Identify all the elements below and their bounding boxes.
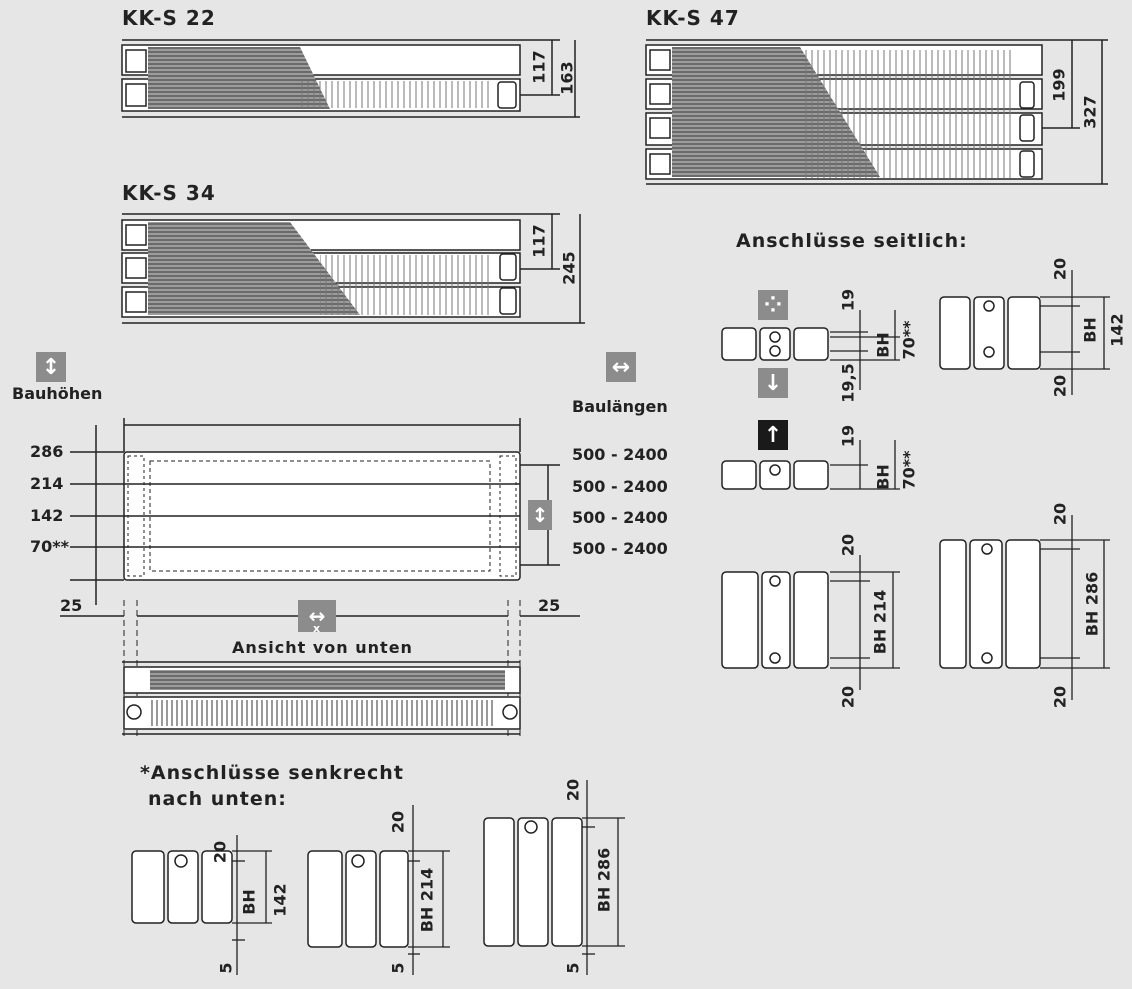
baulaengen-label: Baulängen [572, 397, 668, 416]
vertical-dimension-lines [232, 780, 625, 975]
side-dimension-lines [830, 270, 1110, 700]
side-dim-20-e: 20 [1050, 502, 1070, 526]
up-arrow-icon: ↑ [758, 420, 788, 450]
length-range-3: 500 - 2400 [572, 508, 668, 527]
height-70: 70** [30, 537, 69, 556]
height-icon: ↕ [36, 352, 66, 382]
kks47-title: KK-S 47 [646, 6, 740, 30]
height-adjust-icon: ↕ [528, 500, 552, 530]
side-dim-bh-142: BH [1080, 317, 1100, 343]
kks47-drawing [645, 39, 1108, 185]
height-286: 286 [30, 442, 64, 461]
side-dim-20-c: 20 [838, 533, 858, 557]
side-dim-70: 70** [899, 320, 919, 360]
kks34-drawing [121, 213, 585, 324]
spray-icon: ⁘ [758, 290, 788, 320]
side-connection-panels [721, 296, 1041, 669]
kks47-dim-327: 327 [1080, 95, 1100, 129]
down-arrow-icon: ↓ [758, 368, 788, 398]
side-dim-20-d: 20 [838, 685, 858, 709]
side-dim-19-b: 19 [838, 424, 858, 448]
side-connections-title: Anschlüsse seitlich: [736, 230, 968, 252]
side-dim-19-5: 19,5 [838, 363, 858, 403]
vert-dim-5-b: 5 [388, 962, 408, 974]
height-214: 214 [30, 474, 64, 493]
kks22-dim-117: 117 [529, 50, 549, 84]
bottom-view [122, 661, 521, 735]
kks34-dim-245: 245 [559, 251, 579, 285]
length-adjust-icon: ↔ [298, 600, 336, 632]
vert-dim-bh214: BH 214 [417, 867, 437, 933]
kks47-dim-199: 199 [1049, 68, 1069, 102]
side-dim-20-a: 20 [1050, 257, 1070, 281]
vert-dim-20-b: 20 [388, 810, 408, 834]
vert-dim-bh286: BH 286 [594, 847, 614, 913]
vertical-connection-panels [131, 817, 583, 948]
bottom-view-label: Ansicht von unten [232, 638, 413, 657]
length-range-4: 500 - 2400 [572, 539, 668, 558]
bauhoehen-label: Bauhöhen [12, 384, 103, 403]
vert-dim-5-c: 5 [563, 962, 583, 974]
side-dim-142: 142 [1107, 313, 1127, 347]
kks22-dim-163: 163 [557, 61, 577, 95]
side-dim-70-b: 70** [899, 450, 919, 490]
vertical-title-line2: nach unten: [148, 788, 287, 810]
vert-dim-20-c: 20 [563, 778, 583, 802]
length-icon: ↔ [606, 352, 636, 382]
vertical-title-line1: *Anschlüsse senkrecht [140, 762, 404, 784]
side-dim-bh-b: BH [873, 464, 893, 490]
side-dim-20-f: 20 [1050, 685, 1070, 709]
kks34-dim-117: 117 [529, 224, 549, 258]
vert-dim-bh: BH [239, 889, 259, 915]
height-142: 142 [30, 506, 64, 525]
front-view [60, 418, 580, 740]
offset-right-25: 25 [538, 596, 561, 615]
side-dim-bh286: BH 286 [1082, 571, 1102, 637]
offset-left-25: 25 [60, 596, 83, 615]
side-dim-20-b: 20 [1050, 374, 1070, 398]
x-mark: x [313, 622, 321, 635]
length-range-2: 500 - 2400 [572, 477, 668, 496]
length-range-1: 500 - 2400 [572, 445, 668, 464]
kks34-title: KK-S 34 [122, 181, 216, 205]
kks22-drawing [121, 39, 580, 118]
side-dim-bh: BH [873, 332, 893, 358]
vert-dim-5-a: 5 [216, 962, 236, 974]
vert-dim-20-a: 20 [210, 840, 230, 864]
vert-dim-142: 142 [270, 883, 290, 917]
side-dim-bh214: BH 214 [870, 589, 890, 655]
side-dim-19: 19 [838, 288, 858, 312]
kks22-title: KK-S 22 [122, 6, 216, 30]
